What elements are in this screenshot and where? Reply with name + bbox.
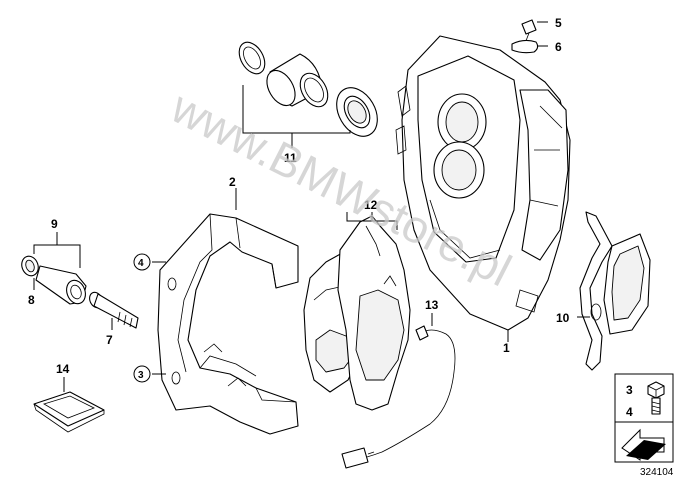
callout-7: 7 — [106, 333, 113, 347]
bolt-icon — [647, 381, 665, 415]
bracket-11 — [242, 85, 351, 134]
callout-8: 8 — [28, 293, 35, 307]
callout-11: 11 — [284, 151, 297, 165]
callout-3-circled: 3 — [138, 370, 144, 381]
callout-6: 6 — [555, 40, 562, 54]
guide-pin-bolt — [89, 291, 139, 329]
brake-wear-sensor — [341, 325, 456, 469]
brake-caliper-housing — [395, 35, 571, 331]
callout-9: 9 — [51, 217, 58, 231]
arrow-icon — [621, 428, 666, 461]
callout-4-circle — [133, 253, 151, 271]
bleeder-valve — [511, 19, 539, 54]
callout-1: 1 — [503, 341, 510, 355]
bolt-legend-box: 3 4 — [614, 373, 674, 463]
caliper-carrier — [157, 213, 299, 435]
legend-number-4: 4 — [626, 405, 633, 419]
callout-13: 13 — [425, 298, 439, 312]
piston-seal-kit — [238, 41, 378, 137]
callout-12: 12 — [364, 198, 378, 212]
grease-packet — [33, 391, 105, 433]
callout-2: 2 — [229, 175, 236, 189]
callout-4-circled: 4 — [138, 258, 144, 269]
brake-pad-set — [303, 215, 411, 411]
guide-bushing — [21, 255, 87, 305]
callout-labels: 1 2 4 3 5 6 7 8 9 10 11 12 13 14 — [28, 16, 570, 383]
callout-5: 5 — [555, 16, 562, 30]
reference-number: 324104 — [640, 467, 674, 478]
callout-10: 10 — [556, 311, 570, 325]
callout-3-circle — [133, 365, 151, 383]
legend-number-3: 3 — [626, 383, 633, 397]
callout-14: 14 — [56, 362, 70, 376]
bracket-9 — [33, 244, 81, 268]
anti-rattle-spring — [579, 211, 651, 371]
